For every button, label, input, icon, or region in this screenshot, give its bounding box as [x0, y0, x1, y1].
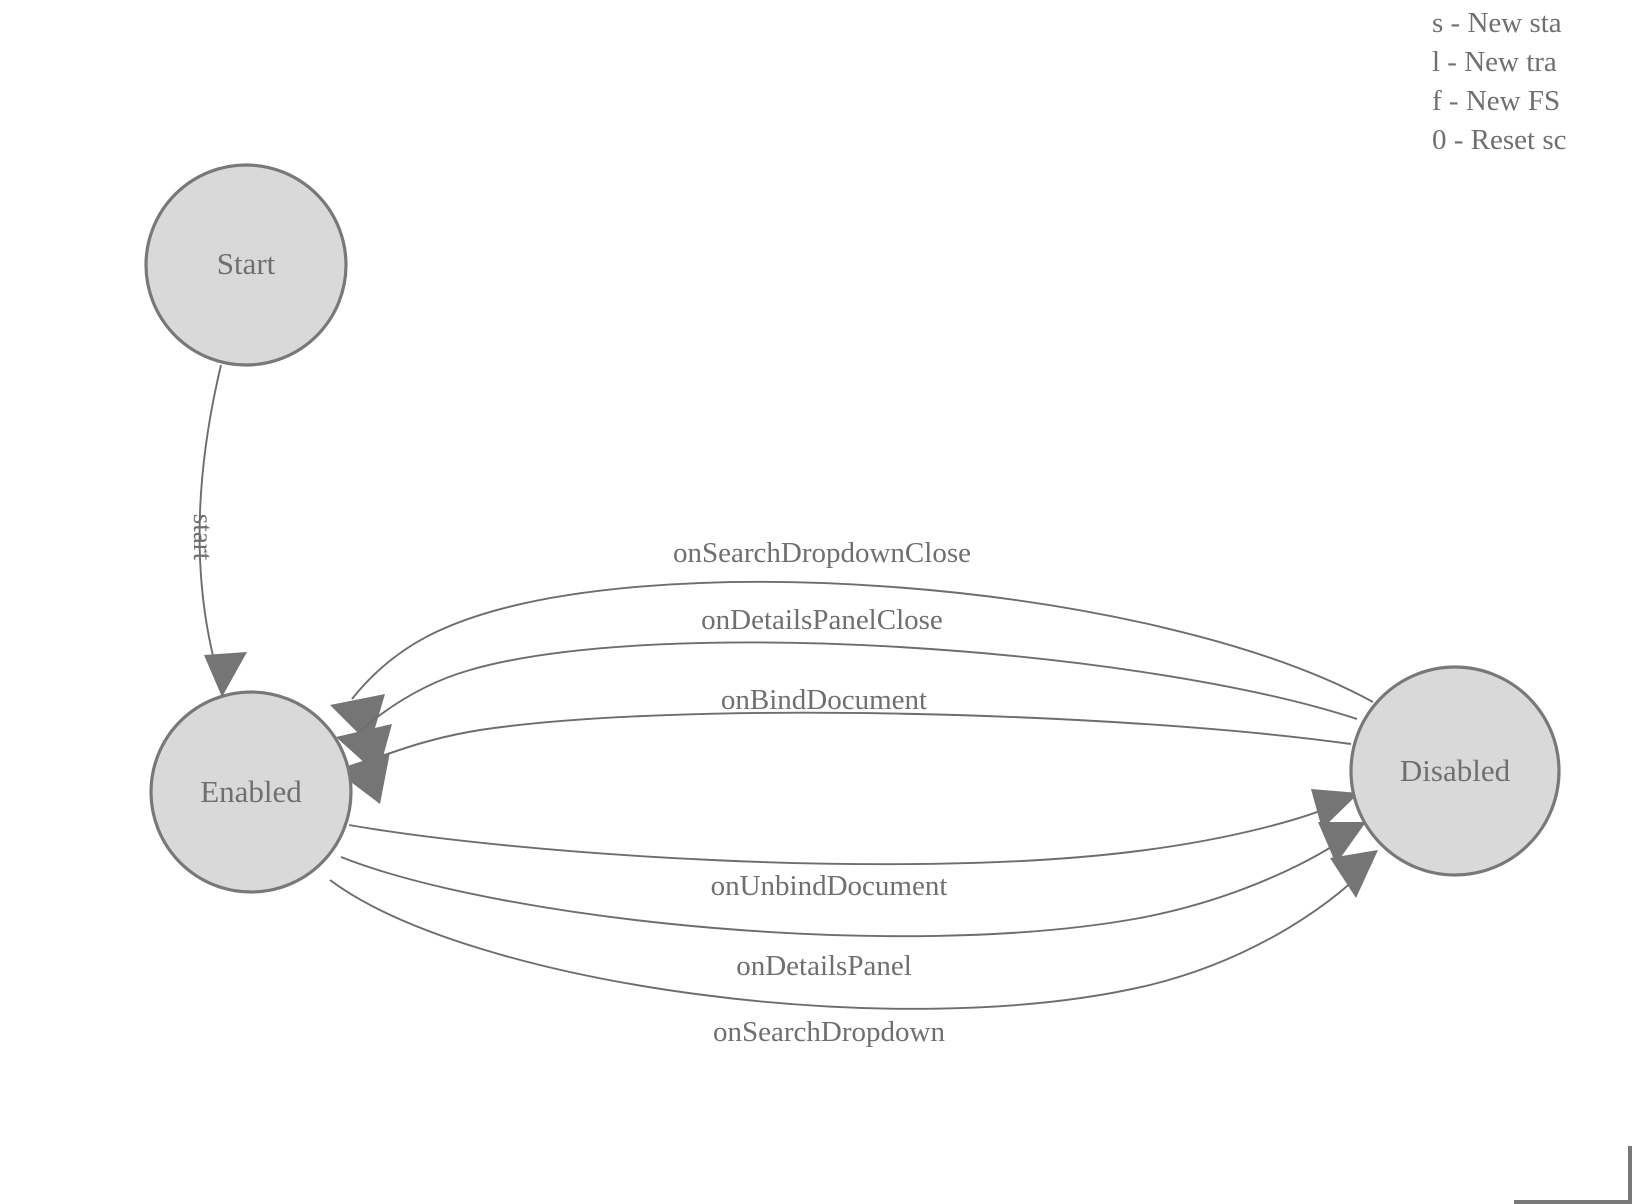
arrow-head-onsearchdropdown — [1330, 850, 1378, 898]
help-line-new-state: s - New sta — [1432, 7, 1562, 39]
edge-disabled-to-enabled-onbinddocument[interactable] — [335, 711, 1352, 804]
edge-path-onsearchdropdownclose — [351, 580, 1374, 703]
node-enabled[interactable]: Enabled — [149, 690, 353, 894]
node-disabled-label: Disabled — [1400, 753, 1511, 788]
edge-label-ondetailspanelclose: onDetailsPanelClose — [701, 604, 943, 636]
edge-path-ondetailspanel — [340, 829, 1357, 938]
edge-label-group: start onSearchDropdownClose onDetailsPan… — [188, 514, 971, 1048]
help-overlay: s - New sta l - New tra f - New FS 0 - R… — [1432, 0, 1632, 160]
edge-path-onunbinddocument — [348, 799, 1347, 866]
edge-label-onsearchdropdownclose: onSearchDropdownClose — [673, 537, 971, 569]
node-disabled[interactable]: Disabled — [1349, 665, 1561, 877]
node-start[interactable]: Start — [144, 163, 348, 367]
arrow-head-onunbinddocument — [1311, 789, 1359, 829]
help-line-new-transition: l - New tra — [1432, 46, 1557, 78]
edge-path-start — [198, 364, 222, 661]
arrow-head-onbinddocument — [335, 752, 390, 804]
help-line-new-fsm: f - New FS — [1432, 85, 1561, 117]
edge-start-to-enabled[interactable] — [198, 364, 247, 697]
node-start-circle[interactable] — [144, 163, 348, 367]
node-enabled-circle[interactable] — [149, 690, 353, 894]
arrow-head-ondetailspanel — [1318, 822, 1366, 864]
edge-path-ondetailspanelclose — [359, 641, 1358, 732]
edge-enabled-to-disabled-onunbinddocument[interactable] — [348, 789, 1359, 866]
edge-group — [198, 364, 1378, 1010]
node-enabled-label: Enabled — [200, 774, 302, 809]
node-disabled-circle[interactable] — [1349, 665, 1561, 877]
edge-label-onunbinddocument: onUnbindDocument — [711, 870, 948, 902]
edge-label-start: start — [188, 514, 218, 561]
help-line-reset-scene: 0 - Reset sc — [1432, 124, 1567, 156]
edge-path-onbinddocument — [357, 711, 1352, 767]
node-start-label: Start — [217, 246, 276, 281]
edge-label-onbinddocument: onBindDocument — [721, 684, 927, 716]
edge-enabled-to-disabled-ondetailspanel[interactable] — [340, 822, 1366, 938]
edge-path-onsearchdropdown — [329, 861, 1373, 1010]
arrow-head-start — [204, 652, 247, 697]
edge-label-ondetailspanel: onDetailsPanel — [736, 950, 912, 982]
node-group: Start Enabled Disabled — [144, 163, 1561, 894]
edge-enabled-to-disabled-onsearchdropdown[interactable] — [329, 850, 1378, 1010]
edge-label-onsearchdropdown: onSearchDropdown — [713, 1016, 945, 1048]
